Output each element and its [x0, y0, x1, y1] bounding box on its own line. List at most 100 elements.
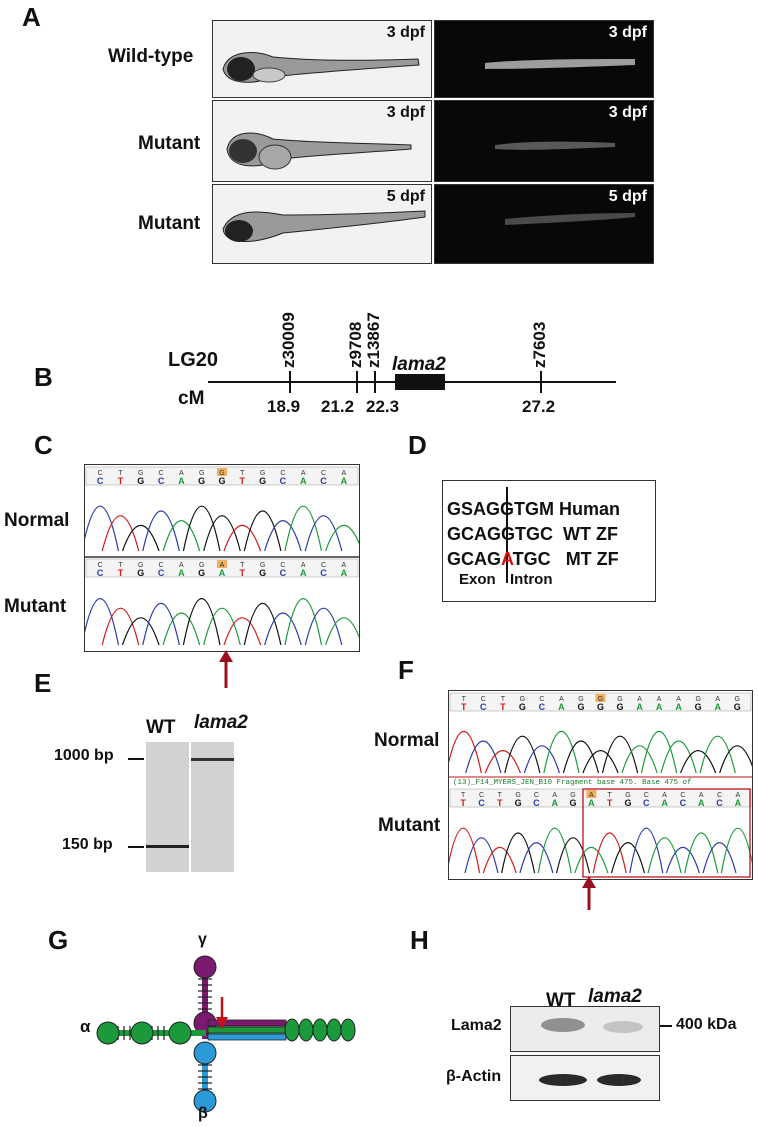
- base-call: A: [715, 696, 720, 703]
- band-150bp: [146, 845, 189, 848]
- base-call: A: [637, 696, 642, 703]
- trace-peak: [660, 740, 697, 774]
- normal-label: Normal: [4, 510, 70, 531]
- trace-peak: [665, 846, 700, 874]
- base-call: A: [341, 568, 348, 578]
- trace-peak: [574, 846, 609, 874]
- base-call: G: [138, 470, 143, 477]
- marker-label: z9708: [346, 321, 365, 368]
- trace-peak: [243, 602, 282, 646]
- cm-unit-label: cM: [178, 388, 205, 409]
- base-call: C: [321, 470, 326, 477]
- trace-peak: [325, 617, 359, 646]
- cm-value: 27.2: [522, 397, 556, 416]
- base-call: T: [498, 792, 503, 799]
- cm-value: 18.9: [267, 397, 301, 416]
- base-call: C: [643, 798, 650, 808]
- base-call: T: [497, 798, 503, 808]
- trace-peak: [223, 524, 262, 552]
- base-call: A: [698, 798, 705, 808]
- base-call: A: [179, 470, 184, 477]
- trace-peak: [501, 832, 536, 874]
- base-call: G: [199, 470, 204, 477]
- species-label: Human: [559, 499, 621, 519]
- base-call: C: [159, 470, 164, 477]
- base-call: A: [300, 568, 307, 578]
- trace-peak: [464, 837, 499, 874]
- row-label-wildtype: Wild-type: [108, 46, 194, 67]
- trace-peak: [519, 842, 554, 874]
- marker-tick: [540, 371, 542, 393]
- gel-image: [146, 742, 234, 872]
- trace-peak: [720, 827, 752, 874]
- trace-peak: [543, 730, 580, 774]
- base-call: C: [320, 568, 327, 578]
- base-call: C: [478, 798, 485, 808]
- base-call: A: [735, 798, 742, 808]
- base-call: C: [97, 568, 104, 578]
- base-call: A: [588, 798, 595, 808]
- alignment-row-human: GSAGGTGM Human: [447, 499, 620, 520]
- trace-peak: [719, 745, 752, 774]
- base-call: A: [736, 792, 741, 799]
- trace-peak: [101, 515, 140, 552]
- base-call: G: [617, 702, 624, 712]
- trace-peak: [325, 524, 359, 552]
- brightfield-image-mutant-5dpf: 5 dpf: [212, 184, 432, 264]
- panel-label-h: H: [410, 925, 429, 955]
- base-call: G: [695, 702, 702, 712]
- trace-peak: [523, 745, 561, 774]
- base-call: C: [280, 568, 287, 578]
- base-call: A: [301, 470, 306, 477]
- base-call: C: [480, 702, 487, 712]
- base-call: C: [680, 798, 687, 808]
- exon-seq: GSAG: [447, 499, 501, 519]
- base-call: T: [118, 470, 123, 477]
- row-label-mutant-5dpf: Mutant: [138, 213, 201, 234]
- stage-label: 3 dpf: [608, 104, 647, 121]
- base-call: A: [675, 702, 682, 712]
- base-call: T: [240, 562, 245, 569]
- base-call: C: [280, 476, 287, 486]
- alpha-label: α: [80, 1017, 91, 1036]
- panel-label-e: E: [34, 668, 52, 698]
- base-call: G: [260, 562, 265, 569]
- base-call: G: [515, 798, 522, 808]
- size-tick: [128, 758, 144, 760]
- marker-label: z13867: [364, 312, 383, 368]
- base-call: A: [589, 792, 594, 799]
- alignment-row-mt-zf: GCAGATGC MT ZF: [447, 549, 619, 570]
- base-call: T: [240, 476, 246, 486]
- trace-peak: [142, 602, 180, 646]
- base-call: C: [158, 476, 165, 486]
- base-call: G: [259, 476, 266, 486]
- trace-peak: [449, 730, 482, 774]
- trace-peak: [121, 524, 160, 552]
- trace-peak: [182, 505, 221, 552]
- stage-label: 3 dpf: [386, 24, 425, 41]
- marker-tick: [374, 371, 376, 393]
- base-call: G: [137, 568, 144, 578]
- base-call: A: [661, 798, 668, 808]
- base-call: C: [533, 798, 540, 808]
- base-call: C: [98, 470, 103, 477]
- species-label: MT ZF: [565, 549, 619, 569]
- base-call: A: [656, 702, 663, 712]
- base-call: A: [179, 562, 184, 569]
- base-call: G: [735, 696, 740, 703]
- base-call: T: [118, 568, 124, 578]
- base-call: G: [695, 696, 700, 703]
- base-call: C: [158, 568, 165, 578]
- trace-peak: [304, 607, 343, 646]
- trace-peak: [284, 598, 323, 646]
- base-call: G: [624, 798, 631, 808]
- blot-label-lama2: Lama2: [451, 1017, 502, 1034]
- base-call: G: [570, 798, 577, 808]
- alignment-row-wt-zf: GCAGGTGC WT ZF: [447, 524, 618, 545]
- trace-peak: [601, 735, 639, 774]
- stage-label: 5 dpf: [608, 188, 647, 205]
- sequence-alignment-box: GSAGGTGM Human GCAGGTGC WT ZF GCAGATGC M…: [442, 480, 656, 602]
- marker-tick: [356, 371, 358, 393]
